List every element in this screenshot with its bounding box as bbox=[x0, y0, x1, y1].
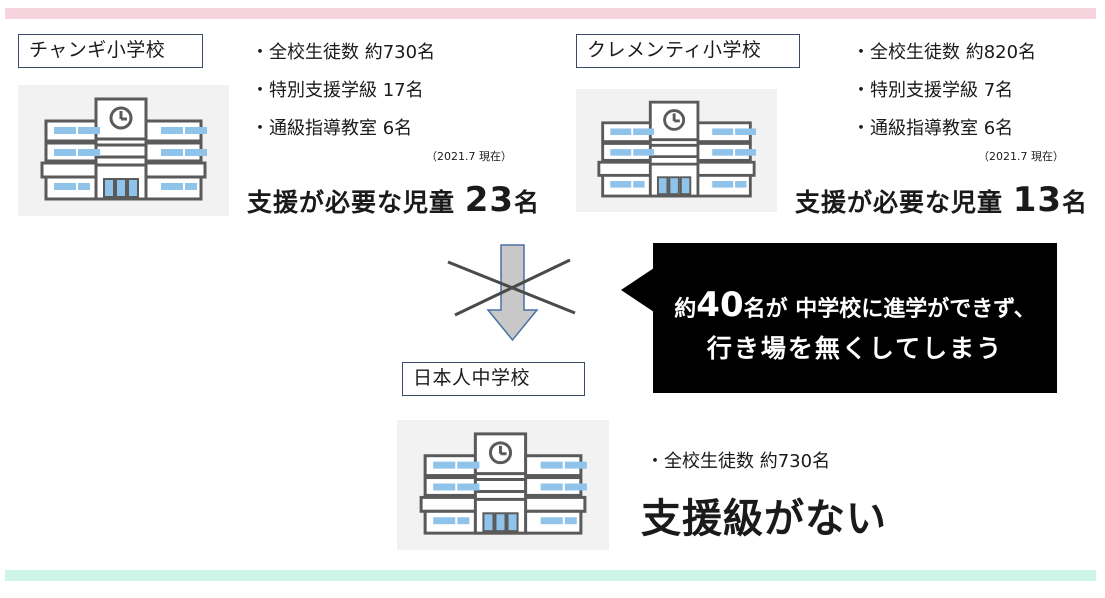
support-needed-headline: 支援が必要な児童 13名 bbox=[795, 180, 1088, 220]
school-building-icon bbox=[397, 420, 609, 550]
school-stats-changi: ・全校生徒数 約730名 ・特別支援学級 17名 ・通級指導教室 6名 bbox=[251, 38, 435, 152]
school-stats-clementi: ・全校生徒数 約820名 ・特別支援学級 7名 ・通級指導教室 6名 bbox=[852, 38, 1036, 152]
blocked-arrow bbox=[447, 244, 576, 342]
callout-prefix: 約 bbox=[674, 297, 697, 322]
callout-suffix: 名が 中学校に進学ができず、 bbox=[743, 297, 1036, 322]
school-name-box-jhs: 日本人中学校 bbox=[402, 362, 585, 396]
callout-line-2: 行き場を無くしてしまう bbox=[706, 334, 1004, 363]
stat-line: ・全校生徒数 約820名 bbox=[852, 42, 1037, 63]
cross-mark-icon bbox=[454, 258, 571, 317]
school-name-box-changi: チャンギ小学校 bbox=[18, 34, 203, 68]
no-support-class-headline: 支援級がない bbox=[641, 496, 887, 542]
school-building-icon bbox=[576, 89, 777, 212]
support-needed-headline: 支援が必要な児童 23名 bbox=[247, 180, 540, 220]
stat-line: ・通級指導教室 6名 bbox=[852, 118, 1014, 139]
school-building-icon bbox=[18, 85, 229, 216]
stat-line: ・特別支援学級 7名 bbox=[852, 80, 1014, 101]
top-accent-bar bbox=[5, 8, 1096, 19]
headline-text: 支援が必要な児童 bbox=[795, 188, 1013, 217]
callout-line-1: 約40名が 中学校に進学ができず、 bbox=[653, 285, 1057, 325]
stat-line: ・全校生徒数 約730名 bbox=[251, 42, 436, 63]
school-name-label: クレメンティ小学校 bbox=[587, 39, 762, 61]
stat-line: ・通級指導教室 6名 bbox=[251, 118, 413, 139]
bottom-accent-bar bbox=[5, 570, 1096, 581]
as-of-note: （2021.7 現在） bbox=[426, 150, 512, 163]
headline-unit: 名 bbox=[514, 188, 541, 217]
callout-box: 約40名が 中学校に進学ができず、 行き場を無くしてしまう bbox=[653, 243, 1057, 393]
callout-number: 40 bbox=[696, 285, 744, 325]
school-name-label: チャンギ小学校 bbox=[29, 39, 166, 61]
headline-unit: 名 bbox=[1062, 188, 1089, 217]
building-graphic bbox=[597, 100, 757, 198]
stat-line: ・特別支援学級 17名 bbox=[251, 80, 424, 101]
school-name-box-clementi: クレメンティ小学校 bbox=[576, 34, 800, 68]
school-name-label: 日本人中学校 bbox=[413, 367, 531, 389]
headline-number: 23 bbox=[464, 180, 515, 220]
building-graphic bbox=[419, 432, 587, 535]
stat-line: ・全校生徒数 約730名 bbox=[646, 451, 831, 472]
headline-number: 13 bbox=[1012, 180, 1063, 220]
building-graphic bbox=[40, 97, 207, 201]
callout-pointer bbox=[621, 268, 654, 312]
headline-text: 支援が必要な児童 bbox=[247, 188, 465, 217]
down-arrow-icon bbox=[486, 244, 539, 342]
as-of-note: （2021.7 現在） bbox=[978, 150, 1064, 163]
school-stats-jhs: ・全校生徒数 約730名 bbox=[646, 447, 830, 485]
